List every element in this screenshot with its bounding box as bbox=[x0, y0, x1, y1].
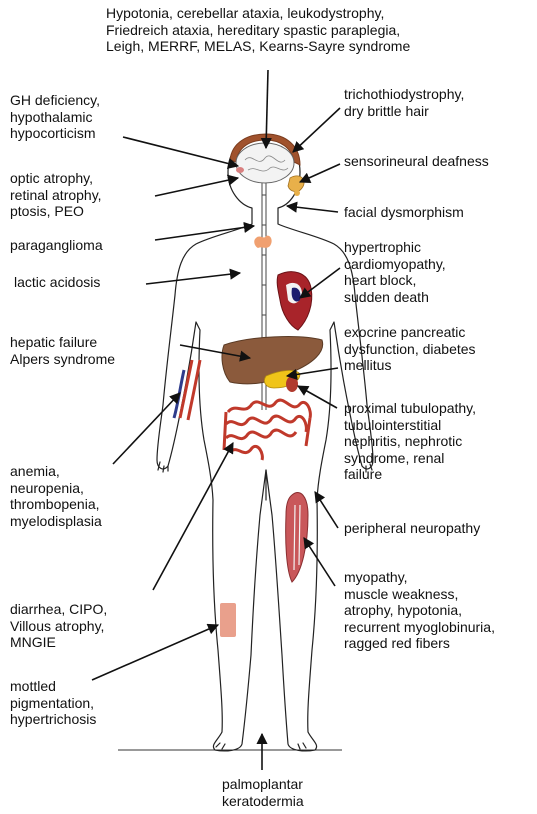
arrow-hair bbox=[293, 108, 340, 152]
kidney bbox=[286, 376, 298, 392]
inner-ear bbox=[288, 176, 304, 192]
arrow-blood bbox=[113, 393, 180, 464]
arrow-muscle bbox=[304, 538, 335, 586]
label-muscle: myopathy, muscle weakness, atrophy, hypo… bbox=[344, 569, 495, 652]
arrow-ear bbox=[300, 164, 340, 182]
label-heart: hypertrophic cardiomyopathy, heart block… bbox=[344, 239, 446, 305]
label-line: sensorineural deafness bbox=[344, 153, 489, 170]
hypothalamus bbox=[236, 167, 244, 173]
label-line: paraganglioma bbox=[10, 237, 103, 254]
label-line: Villous atrophy, bbox=[10, 618, 107, 635]
label-line: dysfunction, diabetes bbox=[344, 341, 476, 358]
arrow-lactic bbox=[146, 273, 240, 284]
label-line: tubulointerstitial bbox=[344, 417, 476, 434]
arrow-gi bbox=[153, 443, 233, 590]
label-line: keratodermia bbox=[222, 793, 304, 810]
label-ear: sensorineural deafness bbox=[344, 153, 489, 170]
label-hair: trichothiodystrophy, dry brittle hair bbox=[344, 86, 464, 119]
label-line: lactic acidosis bbox=[14, 274, 100, 291]
label-line: atrophy, hypotonia, bbox=[344, 602, 495, 619]
label-line: muscle weakness, bbox=[344, 586, 495, 603]
thigh-muscle bbox=[286, 492, 308, 582]
label-line: optic atrophy, bbox=[10, 170, 102, 187]
label-liver: hepatic failure Alpers syndrome bbox=[10, 334, 115, 367]
label-line: palmoplantar bbox=[222, 776, 304, 793]
label-line: thrombopenia, bbox=[10, 496, 102, 513]
label-line: hypertrichosis bbox=[10, 711, 96, 728]
label-line: pigmentation, bbox=[10, 695, 96, 712]
label-line: myopathy, bbox=[344, 569, 495, 586]
label-line: dry brittle hair bbox=[344, 103, 464, 120]
label-line: mellitus bbox=[344, 357, 476, 374]
heart bbox=[277, 272, 312, 330]
label-line: ragged red fibers bbox=[344, 635, 495, 652]
label-line: hypocorticism bbox=[10, 125, 100, 142]
label-line: hepatic failure bbox=[10, 334, 115, 351]
label-skin: mottled pigmentation, hypertrichosis bbox=[10, 678, 96, 728]
label-endocrine: GH deficiency, hypothalamic hypocorticis… bbox=[10, 92, 100, 142]
label-line: peripheral neuropathy bbox=[344, 520, 480, 537]
label-line: syndrome, renal bbox=[344, 450, 476, 467]
arrow-skin bbox=[92, 625, 218, 680]
label-line: sudden death bbox=[344, 289, 446, 306]
label-line: Hypotonia, cerebellar ataxia, leukodystr… bbox=[106, 5, 410, 22]
label-line: myelodisplasia bbox=[10, 513, 102, 530]
label-paraganglioma: paraganglioma bbox=[10, 237, 103, 254]
label-line: neuropenia, bbox=[10, 480, 102, 497]
arrow-nerve bbox=[315, 492, 338, 528]
arrow-endocrine bbox=[123, 137, 238, 166]
label-nerve: peripheral neuropathy bbox=[344, 520, 480, 537]
label-line: heart block, bbox=[344, 272, 446, 289]
arrow-paraganglioma bbox=[155, 226, 254, 240]
body-outline bbox=[157, 137, 373, 751]
label-line: cardiomyopathy, bbox=[344, 256, 446, 273]
label-line: mottled bbox=[10, 678, 96, 695]
arrow-eye bbox=[155, 178, 238, 196]
brain bbox=[236, 143, 294, 183]
label-line: Alpers syndrome bbox=[10, 351, 115, 368]
label-cns: Hypotonia, cerebellar ataxia, leukodystr… bbox=[106, 5, 410, 55]
label-lactic: lactic acidosis bbox=[14, 274, 100, 291]
arrow-face bbox=[287, 206, 338, 212]
label-line: recurrent myoglobinuria, bbox=[344, 619, 495, 636]
label-gi: diarrhea, CIPO, Villous atrophy, MNGIE bbox=[10, 601, 107, 651]
label-line: ptosis, PEO bbox=[10, 203, 102, 220]
label-line: retinal atrophy, bbox=[10, 187, 102, 204]
label-line: GH deficiency, bbox=[10, 92, 100, 109]
thyroid bbox=[254, 236, 271, 248]
label-line: trichothiodystrophy, bbox=[344, 86, 464, 103]
label-line: Leigh, MERRF, MELAS, Kearns-Sayre syndro… bbox=[106, 38, 410, 55]
label-line: MNGIE bbox=[10, 634, 107, 651]
label-line: hypertrophic bbox=[344, 239, 446, 256]
label-line: proximal tubulopathy, bbox=[344, 400, 476, 417]
label-line: exocrine pancreatic bbox=[344, 324, 476, 341]
label-line: Friedreich ataxia, hereditary spastic pa… bbox=[106, 22, 410, 39]
label-line: hypothalamic bbox=[10, 109, 100, 126]
skin-patch bbox=[220, 603, 236, 637]
label-face: facial dysmorphism bbox=[344, 204, 464, 221]
label-sole: palmoplantar keratodermia bbox=[222, 776, 304, 809]
label-line: failure bbox=[344, 466, 476, 483]
label-line: facial dysmorphism bbox=[344, 204, 464, 221]
arm-vessels bbox=[174, 360, 200, 420]
label-line: nephritis, nephrotic bbox=[344, 433, 476, 450]
label-kidney: proximal tubulopathy, tubulointerstitial… bbox=[344, 400, 476, 483]
label-line: anemia, bbox=[10, 463, 102, 480]
label-line: diarrhea, CIPO, bbox=[10, 601, 107, 618]
label-blood: anemia, neuropenia, thrombopenia, myelod… bbox=[10, 463, 102, 529]
intestines bbox=[224, 400, 310, 460]
label-pancreas: exocrine pancreatic dysfunction, diabete… bbox=[344, 324, 476, 374]
label-eye: optic atrophy, retinal atrophy, ptosis, … bbox=[10, 170, 102, 220]
